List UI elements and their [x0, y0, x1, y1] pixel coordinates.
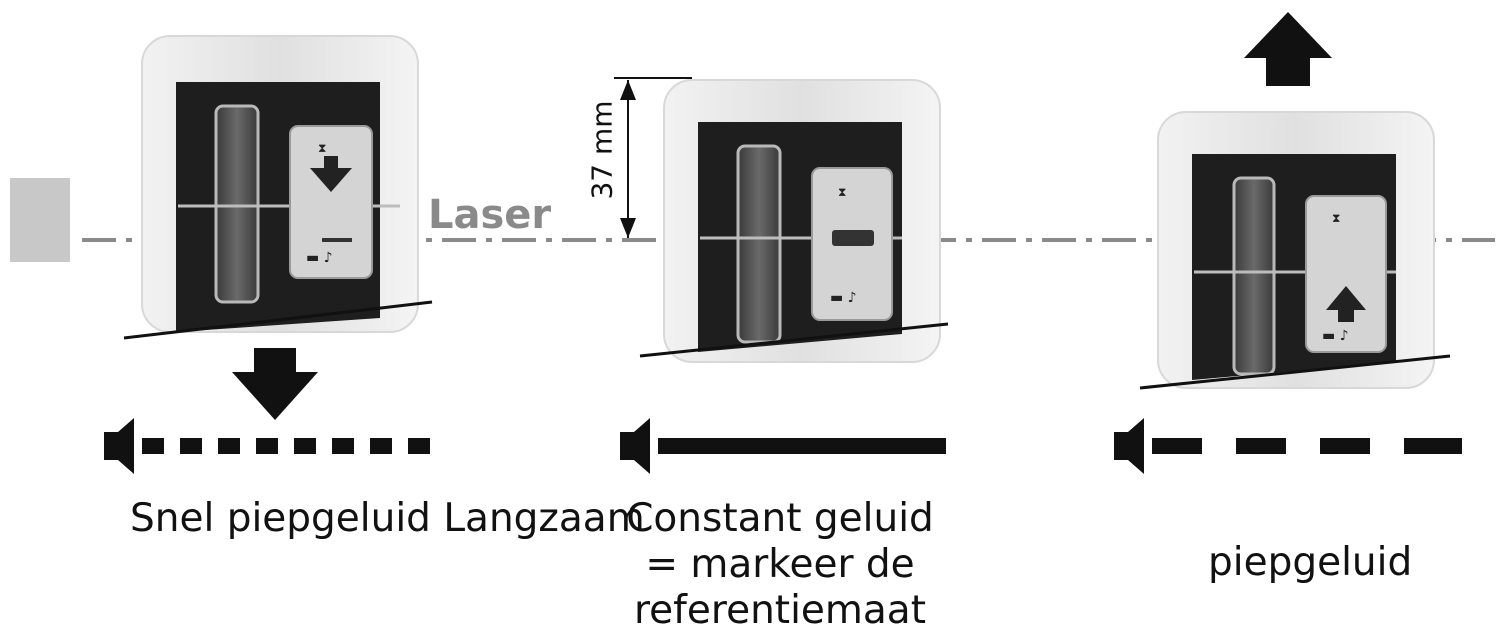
move-up-arrow-icon	[1244, 12, 1332, 86]
caption-middle-line-1: Constant geluid	[626, 496, 934, 541]
dimension-label: 37 mm	[580, 90, 624, 210]
laser-emitter	[10, 178, 70, 262]
ground-line	[123, 300, 433, 340]
receiver-right: ⧗ ▬ ♪	[1139, 111, 1451, 390]
caption-middle: Constant geluid = markeer de referentiem…	[600, 496, 960, 634]
mode-icon: ⧗	[318, 141, 326, 155]
ground-line	[1139, 354, 1451, 390]
sound-fast-beep	[104, 418, 430, 474]
move-down-arrow-icon	[232, 348, 318, 420]
receiver-middle: ⧗ ▬ ♪	[639, 79, 949, 363]
level-mark	[322, 238, 352, 242]
ground-line	[639, 322, 949, 358]
mode-icon: ⧗	[1332, 211, 1340, 225]
caption-right: piepgeluid	[1208, 540, 1413, 585]
caption-middle-line-2: = markeer de	[645, 542, 915, 587]
on-level-icon	[832, 230, 874, 246]
dimension-text: 37 mm	[585, 100, 619, 200]
battery-icon: ▬ ♪	[306, 250, 333, 266]
dimension-indicator	[614, 77, 692, 238]
battery-icon: ▬ ♪	[1322, 328, 1349, 344]
display-panel	[1305, 195, 1387, 353]
receiver-bar	[214, 104, 260, 304]
battery-icon: ▬ ♪	[830, 290, 857, 306]
receiver-bar	[736, 144, 782, 344]
sound-slow-beep	[1114, 418, 1462, 474]
sound-constant	[620, 418, 946, 474]
speaker-icon	[1114, 418, 1144, 474]
speaker-icon	[104, 418, 134, 474]
caption-middle-line-3: referentiemaat	[634, 588, 926, 633]
arrow-up-icon	[1326, 286, 1366, 322]
receiver-left: ⧗ ▬ ♪	[123, 35, 433, 340]
laser-label: Laser	[428, 192, 552, 238]
caption-left: Snel piepgeluid Langzaam	[130, 496, 645, 541]
receiver-bar	[1232, 176, 1276, 376]
arrow-down-icon	[310, 156, 352, 192]
mode-icon: ⧗	[838, 185, 846, 199]
speaker-icon	[620, 418, 650, 474]
